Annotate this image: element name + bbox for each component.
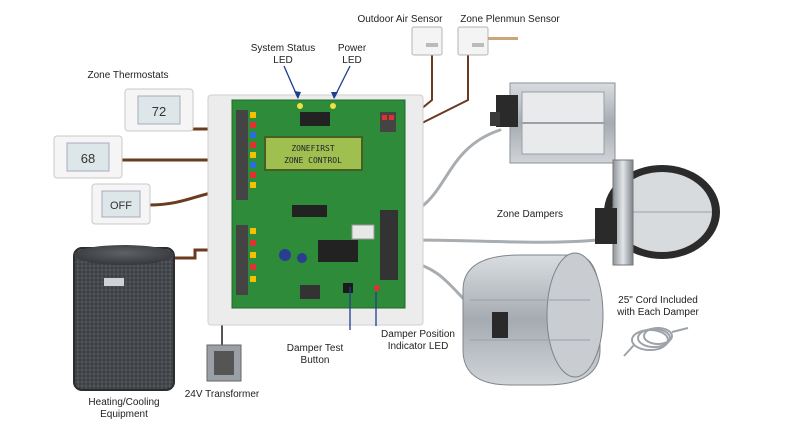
- transformer: [206, 344, 242, 382]
- labels: Outdoor Air Sensor Zone Plenmun Sensor S…: [88, 14, 700, 420]
- label-damper-test-line2: Button: [301, 355, 330, 366]
- label-power-line2: LED: [342, 55, 361, 66]
- label-cord-line2: with Each Damper: [616, 307, 699, 318]
- thermostat-1-display: 72: [152, 104, 166, 119]
- label-system-status-line1: System Status: [251, 43, 315, 54]
- outdoor-air-sensor: [411, 26, 443, 56]
- zone-plenum-sensor: [457, 26, 518, 56]
- label-heating-cooling-line2: Equipment: [100, 409, 148, 420]
- label-system-status-line2: LED: [273, 55, 292, 66]
- lcd-line-2: ZONE CONTROL: [284, 156, 342, 165]
- thermostat-2-display: 68: [81, 151, 95, 166]
- plenum-sensor-wire: [419, 54, 469, 125]
- label-heating-cooling-line1: Heating/Cooling: [88, 397, 159, 408]
- power-led: [330, 103, 336, 109]
- terminal-blocks: [236, 110, 398, 295]
- leader-arrows: [294, 91, 338, 99]
- system-status-led: [297, 103, 303, 109]
- label-damper-position-line1: Damper Position: [381, 329, 455, 340]
- thermostat-2: 68: [53, 135, 123, 179]
- label-zone-thermostats: Zone Thermostats: [88, 70, 169, 81]
- label-damper-test-line1: Damper Test: [287, 343, 344, 354]
- label-power-line1: Power: [338, 43, 367, 54]
- label-transformer: 24V Transformer: [185, 389, 260, 400]
- thermostat-1: 72: [124, 88, 194, 132]
- heating-cooling-unit: [73, 245, 175, 391]
- label-zone-plenum-sensor: Zone Plenmun Sensor: [460, 14, 560, 25]
- lcd-line-1: ZONEFIRST: [291, 144, 335, 153]
- lcd-display: [264, 136, 363, 171]
- damper-position-led: [374, 285, 380, 291]
- rectangular-damper: [490, 82, 616, 164]
- round-duct-damper: [462, 252, 604, 386]
- label-damper-position-line2: Indicator LED: [388, 341, 449, 352]
- label-cord-line1: 25" Cord Included: [618, 295, 698, 306]
- damper-cord-coil: [623, 327, 689, 357]
- label-outdoor-air-sensor: Outdoor Air Sensor: [357, 14, 443, 25]
- round-damper-disc: [595, 159, 720, 266]
- thermostat-3: OFF: [91, 183, 151, 225]
- thermostat-3-display: OFF: [110, 200, 132, 212]
- damper-test-button: [343, 283, 353, 293]
- control-panel: ZONEFIRST ZONE CONTROL: [207, 94, 424, 326]
- label-zone-dampers: Zone Dampers: [497, 209, 563, 220]
- damper-cord-2: [408, 238, 600, 244]
